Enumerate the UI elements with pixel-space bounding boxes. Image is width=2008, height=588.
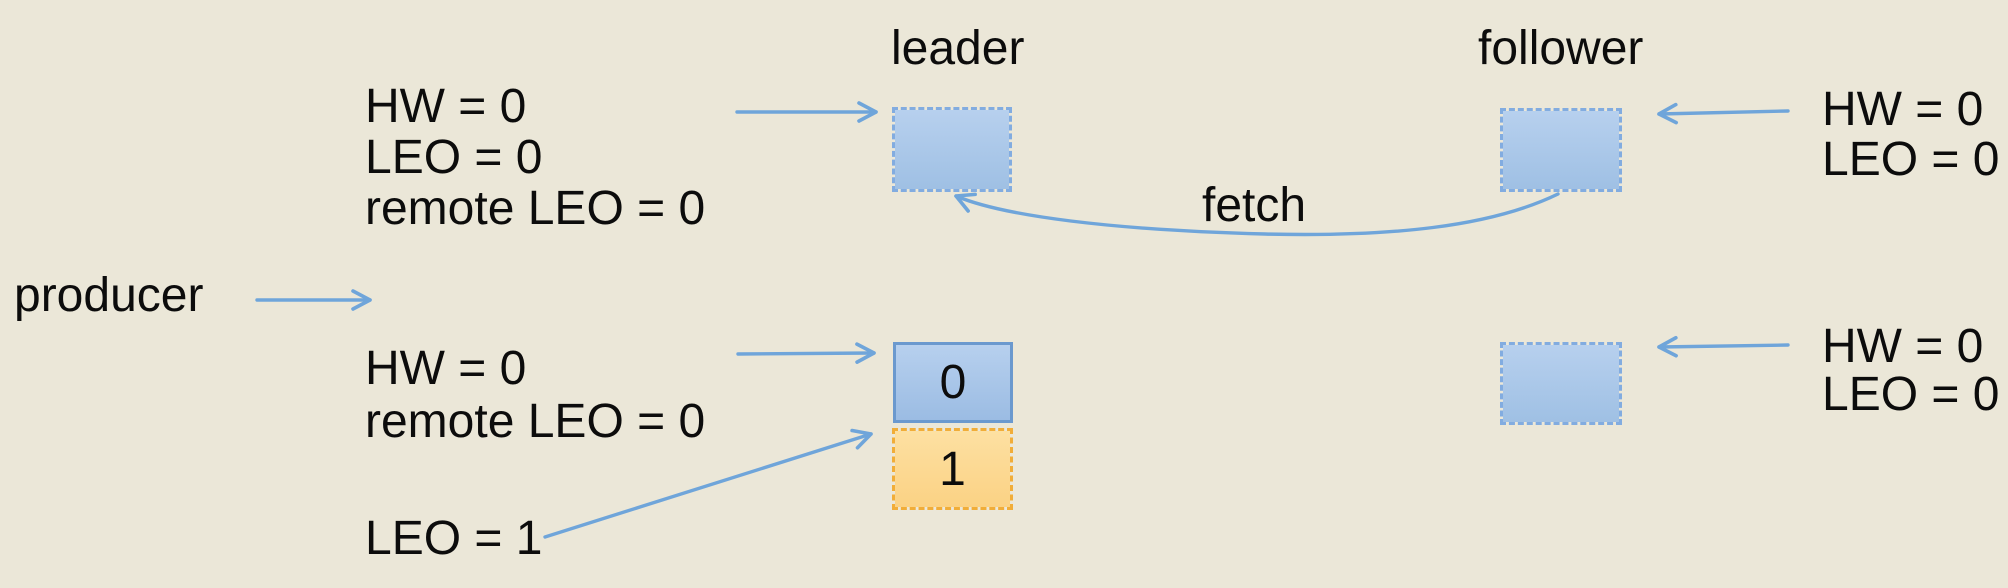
follower-bottom-leo-label: LEO = 0 bbox=[1822, 368, 2000, 421]
producer-label: producer bbox=[14, 269, 204, 322]
follower-bottom-hw-label: HW = 0 bbox=[1822, 320, 1984, 373]
follower-title: follower bbox=[1478, 22, 1644, 75]
offset-1-value: 1 bbox=[939, 442, 966, 496]
leader-log-cell-offset-0: 0 bbox=[893, 342, 1013, 423]
follower-top-pointer-arrow bbox=[1657, 102, 1790, 125]
leader-top-leo-label: LEO = 0 bbox=[365, 131, 543, 184]
offset-0-value: 0 bbox=[939, 356, 967, 409]
leader-top-hw-label: HW = 0 bbox=[365, 80, 527, 133]
follower-top-leo-label: LEO = 0 bbox=[1822, 133, 2000, 186]
leader-bottom-remote-leo-label: remote LEO = 0 bbox=[365, 395, 706, 448]
leader-log-cell-offset-1: 1 bbox=[892, 428, 1013, 510]
follower-bottom-pointer-arrow bbox=[1657, 335, 1790, 358]
leo1-pointer-arrow bbox=[543, 428, 873, 539]
follower-empty-log-box-bottom bbox=[1500, 342, 1622, 425]
fetch-label: fetch bbox=[1202, 179, 1307, 232]
leader-title: leader bbox=[891, 22, 1025, 75]
leader-empty-log-box bbox=[892, 107, 1012, 192]
leader-top-remote-leo-label: remote LEO = 0 bbox=[365, 182, 706, 235]
leader-leo1-label: LEO = 1 bbox=[365, 512, 543, 565]
follower-top-hw-label: HW = 0 bbox=[1822, 83, 1984, 136]
leader-bottom-hw-label: HW = 0 bbox=[365, 342, 527, 395]
leader-bottom-pointer-arrow bbox=[736, 342, 876, 364]
follower-empty-log-box-top bbox=[1500, 108, 1622, 192]
